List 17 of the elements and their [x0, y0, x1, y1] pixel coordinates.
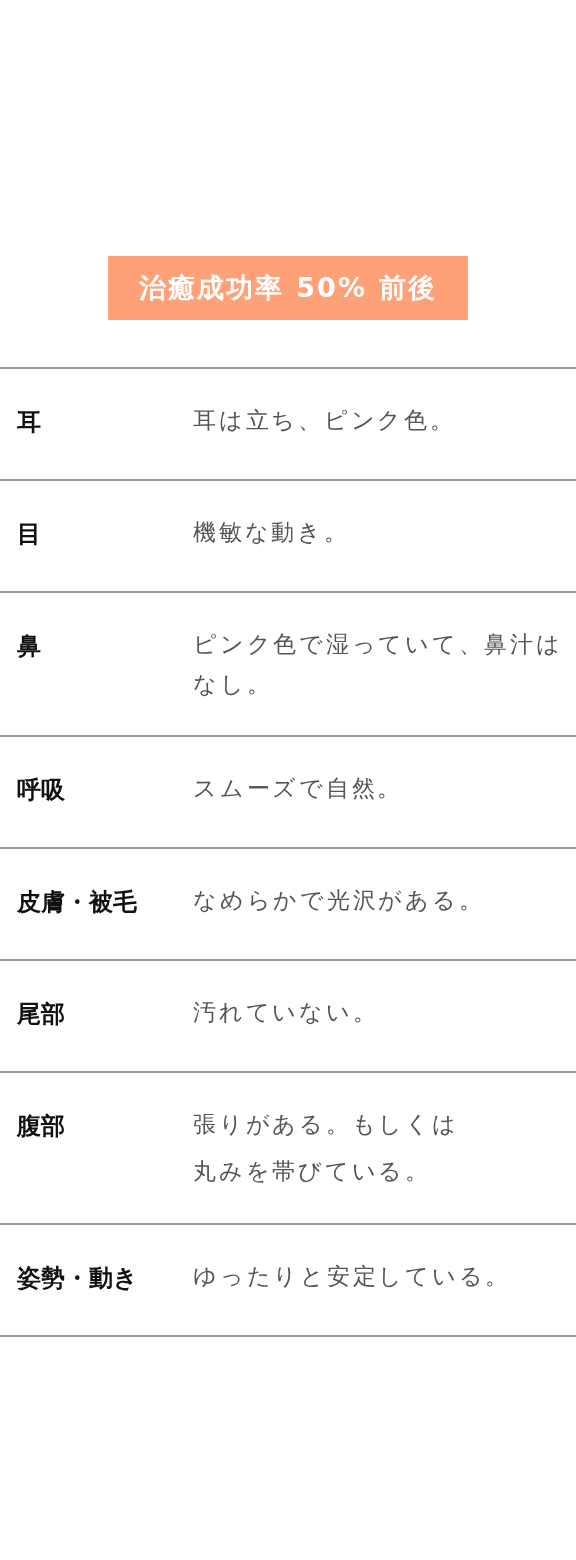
row-description: 機敏な動き。: [193, 518, 351, 547]
row-description: 張りがある。もしくは丸みを帯びている。: [193, 1109, 460, 1186]
row-description: スムーズで自然。: [193, 774, 405, 803]
row-heading: 鼻: [17, 631, 41, 662]
row-heading: 姿勢・動き: [17, 1263, 138, 1294]
row-description: ピンク色で湿っていて、鼻汁はなし。: [193, 630, 564, 699]
row-heading: 呼吸: [17, 775, 65, 806]
highlight-banner: 治癒成功率 50% 前後: [108, 256, 468, 320]
row-description: 耳は立ち、ピンク色。: [193, 406, 457, 435]
row-heading: 耳: [17, 407, 41, 438]
row-heading: 目: [17, 519, 41, 550]
row-heading: 腹部: [17, 1111, 65, 1142]
row-description: 汚れていない。: [193, 998, 380, 1027]
row-description: なめらかで光沢がある。: [193, 886, 486, 915]
row-description: ゆったりと安定している。: [193, 1262, 513, 1291]
row-heading: 皮膚・被毛: [17, 887, 137, 918]
row-heading: 尾部: [17, 999, 65, 1030]
